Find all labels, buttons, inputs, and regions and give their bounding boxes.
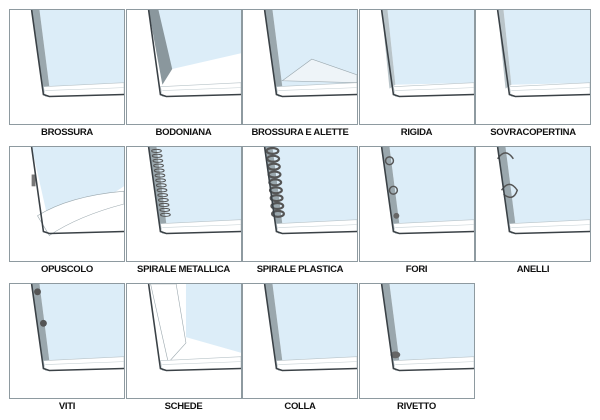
binding-label: SCHEDE	[164, 401, 203, 412]
binding-illustration	[242, 9, 358, 125]
binding-illustration	[125, 9, 242, 125]
binding-label: SOVRACOPERTINA	[490, 127, 576, 138]
binding-grid: BROSSURA BODONIANA BROSSURA E ALETTE RIGIDA…	[9, 9, 592, 420]
binding-item-hard: RIGIDA	[358, 9, 476, 146]
binding-label: ANELLI	[516, 264, 550, 275]
binding-label: SPIRALE METALLICA	[137, 264, 230, 275]
binding-illustration	[475, 146, 591, 262]
binding-item-open: BODONIANA	[125, 9, 243, 146]
binding-label: BROSSURA	[41, 127, 93, 138]
binding-item-comb: SPIRALE PLASTICA	[242, 146, 359, 283]
binding-illustration	[125, 146, 242, 262]
binding-label: SPIRALE PLASTICA	[256, 264, 344, 275]
binding-label: BROSSURA E ALETTE	[251, 127, 349, 138]
binding-illustration	[125, 283, 242, 399]
binding-illustration	[358, 9, 475, 125]
binding-illustration	[9, 9, 125, 125]
binding-item-rings: ANELLI	[475, 146, 592, 283]
binding-illustration	[9, 146, 125, 262]
binding-item-glue: COLLA	[242, 283, 359, 420]
binding-item-flap: BROSSURA E ALETTE	[242, 9, 359, 146]
binding-label: RIGIDA	[400, 127, 433, 138]
binding-item-wire: SPIRALE METALLICA	[125, 146, 243, 283]
binding-item-plain: BROSSURA	[9, 9, 126, 146]
binding-label: BODONIANA	[155, 127, 212, 138]
binding-item-sheets: SCHEDE	[125, 283, 243, 420]
binding-item-rivet: RIVETTO	[358, 283, 476, 420]
binding-label: RIVETTO	[397, 401, 436, 412]
binding-label: FORI	[405, 264, 428, 275]
binding-illustration	[9, 283, 125, 399]
binding-label: OPUSCOLO	[41, 264, 93, 275]
binding-illustration	[358, 283, 475, 399]
binding-illustration	[242, 146, 358, 262]
binding-item-booklet: OPUSCOLO	[9, 146, 126, 283]
binding-item-screws: VITI	[9, 283, 126, 420]
binding-illustration	[242, 283, 358, 399]
binding-illustration	[358, 146, 475, 262]
binding-item-holes: FORI	[358, 146, 476, 283]
binding-illustration	[475, 9, 591, 125]
binding-item-jacket: SOVRACOPERTINA	[475, 9, 592, 146]
binding-label: COLLA	[284, 401, 316, 412]
binding-label: VITI	[58, 401, 76, 412]
